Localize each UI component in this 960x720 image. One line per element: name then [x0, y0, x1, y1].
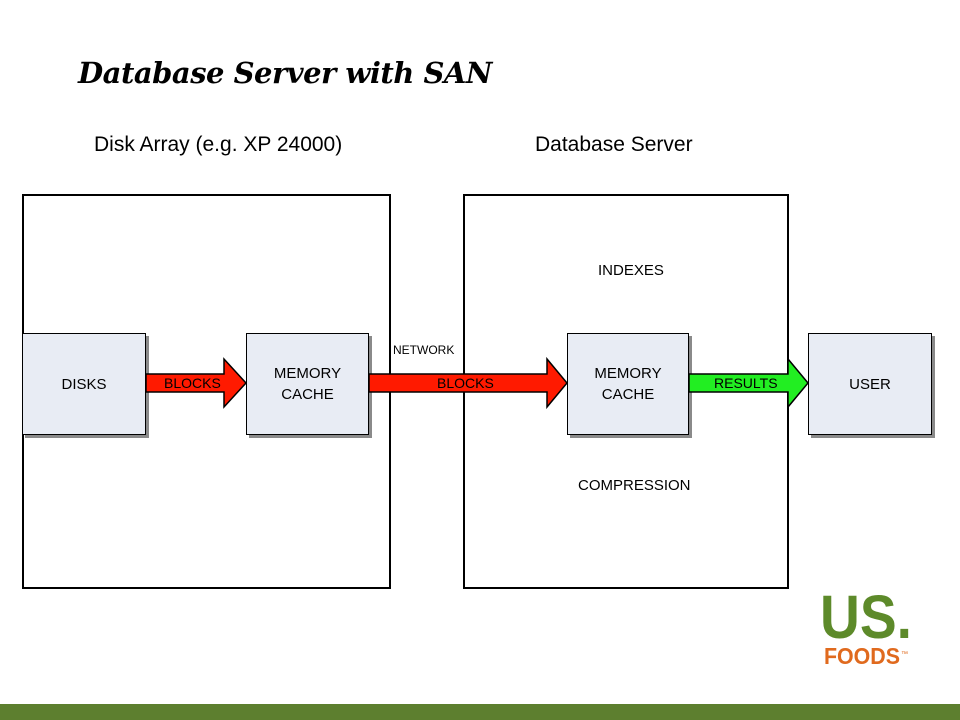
us-foods-logo: US. FOODS ™ [820, 584, 912, 669]
blocks-arrow-network [368, 356, 568, 410]
database-server-label: Database Server [535, 133, 693, 156]
logo-us-text: US. [820, 584, 912, 651]
server-memory-cache-label: MEMORY CACHE [594, 365, 662, 403]
blocks-arrow-internal [145, 357, 248, 409]
user-label: USER [849, 375, 891, 393]
logo-foods-text: FOODS [824, 643, 900, 669]
results-arrow [688, 356, 809, 410]
network-label: NETWORK [393, 343, 455, 357]
compression-label: COMPRESSION [578, 477, 691, 494]
disks-node: DISKS [22, 333, 146, 435]
disks-label: DISKS [61, 375, 107, 393]
indexes-label: INDEXES [598, 262, 664, 279]
footer-bar [0, 704, 960, 720]
blocks-network-label: BLOCKS [437, 375, 494, 391]
page-title: Database Server with SAN [78, 56, 492, 90]
results-label: RESULTS [714, 375, 778, 391]
disk-array-label: Disk Array (e.g. XP 24000) [94, 133, 343, 156]
user-node: USER [808, 333, 932, 435]
blocks-internal-label: BLOCKS [164, 375, 221, 391]
server-memory-cache-node: MEMORY CACHE [567, 333, 689, 435]
logo-tm-text: ™ [901, 651, 908, 658]
array-memory-cache-label: MEMORY CACHE [273, 365, 342, 403]
